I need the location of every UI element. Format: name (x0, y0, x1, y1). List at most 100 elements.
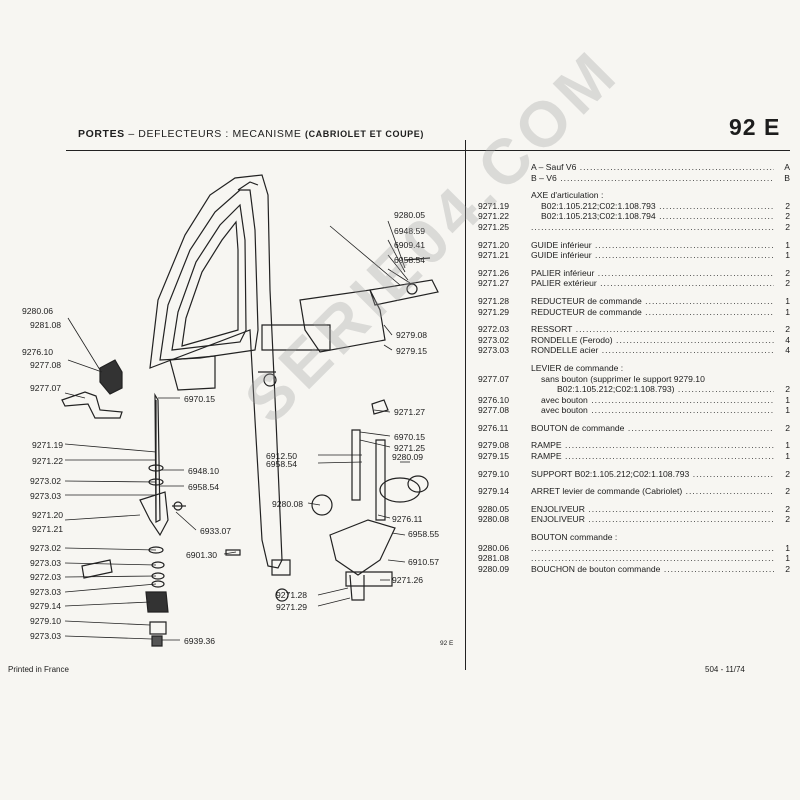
part-row: 9276.11 BOUTON de commande 2 (478, 423, 790, 434)
leader-lines (64, 220, 411, 641)
callout-label: 9273.02 (30, 543, 61, 553)
part-ref: 9271.28 (478, 295, 510, 306)
part-description: A – Sauf V6 (531, 162, 774, 173)
part-description-text: ARRET levier de commande (Cabriolet) (531, 486, 683, 497)
diagram-drawing (61, 174, 439, 647)
part-ref: 9281.08 (478, 553, 510, 564)
part-description-text: RAMPE (531, 440, 562, 451)
part-description-text: REDUCTEUR de commande (531, 306, 642, 317)
part-ref: 9276.10 (478, 394, 510, 405)
part-description-text: B – V6 (531, 172, 557, 183)
callout-label: 9271.29 (276, 602, 307, 612)
callout-label: 6912.50 (266, 451, 297, 461)
callout-label: 9279.14 (30, 601, 61, 611)
part-quantity: 1 (785, 250, 790, 261)
part-description-text: avec bouton (541, 394, 588, 405)
callout-label: 9272.03 (30, 572, 61, 582)
part-description: avec bouton (531, 405, 774, 416)
list-gap (478, 433, 790, 440)
part-description-text: RESSORT (531, 324, 573, 335)
part-description: PALIER inférieur (531, 268, 774, 279)
part-description: B02:1.105.212;C02:1.108.793) (531, 384, 774, 395)
part-row: 9272.03RESSORT2 (478, 324, 790, 335)
part-ref: 9273.03 (478, 345, 510, 356)
part-description: SUPPORT B02:1.105.212;C02:1.108.793 (531, 469, 774, 480)
callout-label: 9271.26 (392, 575, 423, 585)
part-row: 9271.252 (478, 222, 790, 233)
callout-label: 9271.25 (394, 443, 425, 453)
callout-label: 9280.08 (272, 499, 303, 509)
part-ref: 9276.11 (478, 422, 509, 433)
part-ref: 9277.08 (478, 405, 510, 416)
part-description: B02:1.105.213;C02:1.108.794 (531, 211, 774, 222)
callout-label: 9277.08 (30, 360, 61, 370)
column-divider (465, 140, 466, 670)
part-description (531, 222, 774, 233)
part-description: REDUCTEUR de commande (531, 307, 774, 318)
part-ref: 9280.06 (478, 542, 510, 553)
part-description-text: LEVIER de commande : (531, 362, 624, 373)
part-description-text: AXE d'articulation : (531, 190, 604, 201)
part-row: 9279.08RAMPE1 (478, 440, 790, 451)
parts-list: A – Sauf V6AB – V6BAXE d'articulation :9… (478, 162, 790, 574)
part-row: 9281.081 (478, 553, 790, 564)
part-row: 9276.10 avec bouton 1 (478, 395, 790, 406)
part-ref: 9280.08 (478, 514, 510, 525)
callout-label: 9273.03 (30, 558, 61, 568)
callout-label: 6948.10 (188, 466, 219, 476)
part-quantity: 2 (785, 422, 790, 433)
part-description (531, 543, 774, 554)
callout-label: 9279.10 (30, 616, 61, 626)
part-description: ENJOLIVEUR (531, 504, 774, 515)
part-quantity: 1 (785, 394, 790, 405)
part-row: B02:1.105.212;C02:1.108.793)2 (478, 384, 790, 395)
part-ref: 9279.15 (478, 451, 510, 462)
callout-label: 9281.08 (30, 320, 61, 330)
part-ref: 9272.03 (478, 324, 510, 335)
part-description-text: GUIDE inférieur (531, 239, 592, 250)
part-quantity: 4 (785, 345, 790, 356)
part-quantity: 2 (785, 503, 790, 514)
part-description-text: B02:1.105.213;C02:1.108.794 (541, 211, 656, 222)
part-description: RAMPE (531, 440, 774, 451)
part-row: BOUTON commande : (478, 532, 790, 543)
part-quantity: A (784, 162, 790, 172)
part-ref: 9280.05 (478, 503, 510, 514)
list-gap (478, 479, 790, 486)
figure-code: 92 E (440, 640, 454, 647)
part-quantity: 2 (785, 514, 790, 525)
part-quantity: 1 (785, 295, 790, 306)
part-ref: 9271.21 (478, 250, 510, 261)
part-description-text: avec bouton (541, 405, 588, 416)
part-description (531, 553, 774, 564)
part-quantity: B (784, 172, 790, 183)
part-description-text: B02:1.105.212;C02:1.108.793 (541, 200, 656, 211)
part-description-text: BOUTON commande : (531, 532, 618, 543)
part-row: 9280.08ENJOLIVEUR2 (478, 514, 790, 525)
part-description: RESSORT (531, 324, 774, 335)
callout-label: 9279.08 (396, 330, 427, 340)
footer-edition: 504 - 11/74 (705, 665, 745, 674)
page-title: PORTES – DEFLECTEURS : MECANISME (CABRIO… (78, 128, 424, 140)
part-quantity: 1 (785, 440, 790, 451)
callout-label: 6958.54 (188, 482, 219, 492)
part-ref: 9271.26 (478, 267, 510, 278)
list-gap (478, 525, 790, 532)
part-description-text: SUPPORT B02:1.105.212;C02:1.108.793 (531, 468, 690, 479)
part-description: avec bouton (531, 395, 774, 406)
part-quantity: 2 (785, 211, 790, 222)
part-description: ARRET levier de commande (Cabriolet) (531, 486, 774, 497)
part-ref: 9279.10 (478, 468, 510, 479)
part-ref: 9273.02 (478, 334, 510, 345)
part-row: 9280.061 (478, 543, 790, 554)
part-description: RAMPE (531, 451, 774, 462)
part-description: BOUTON de commande (531, 423, 774, 434)
part-ref: 9271.27 (478, 278, 510, 289)
callout-label: 6910.57 (408, 557, 439, 567)
